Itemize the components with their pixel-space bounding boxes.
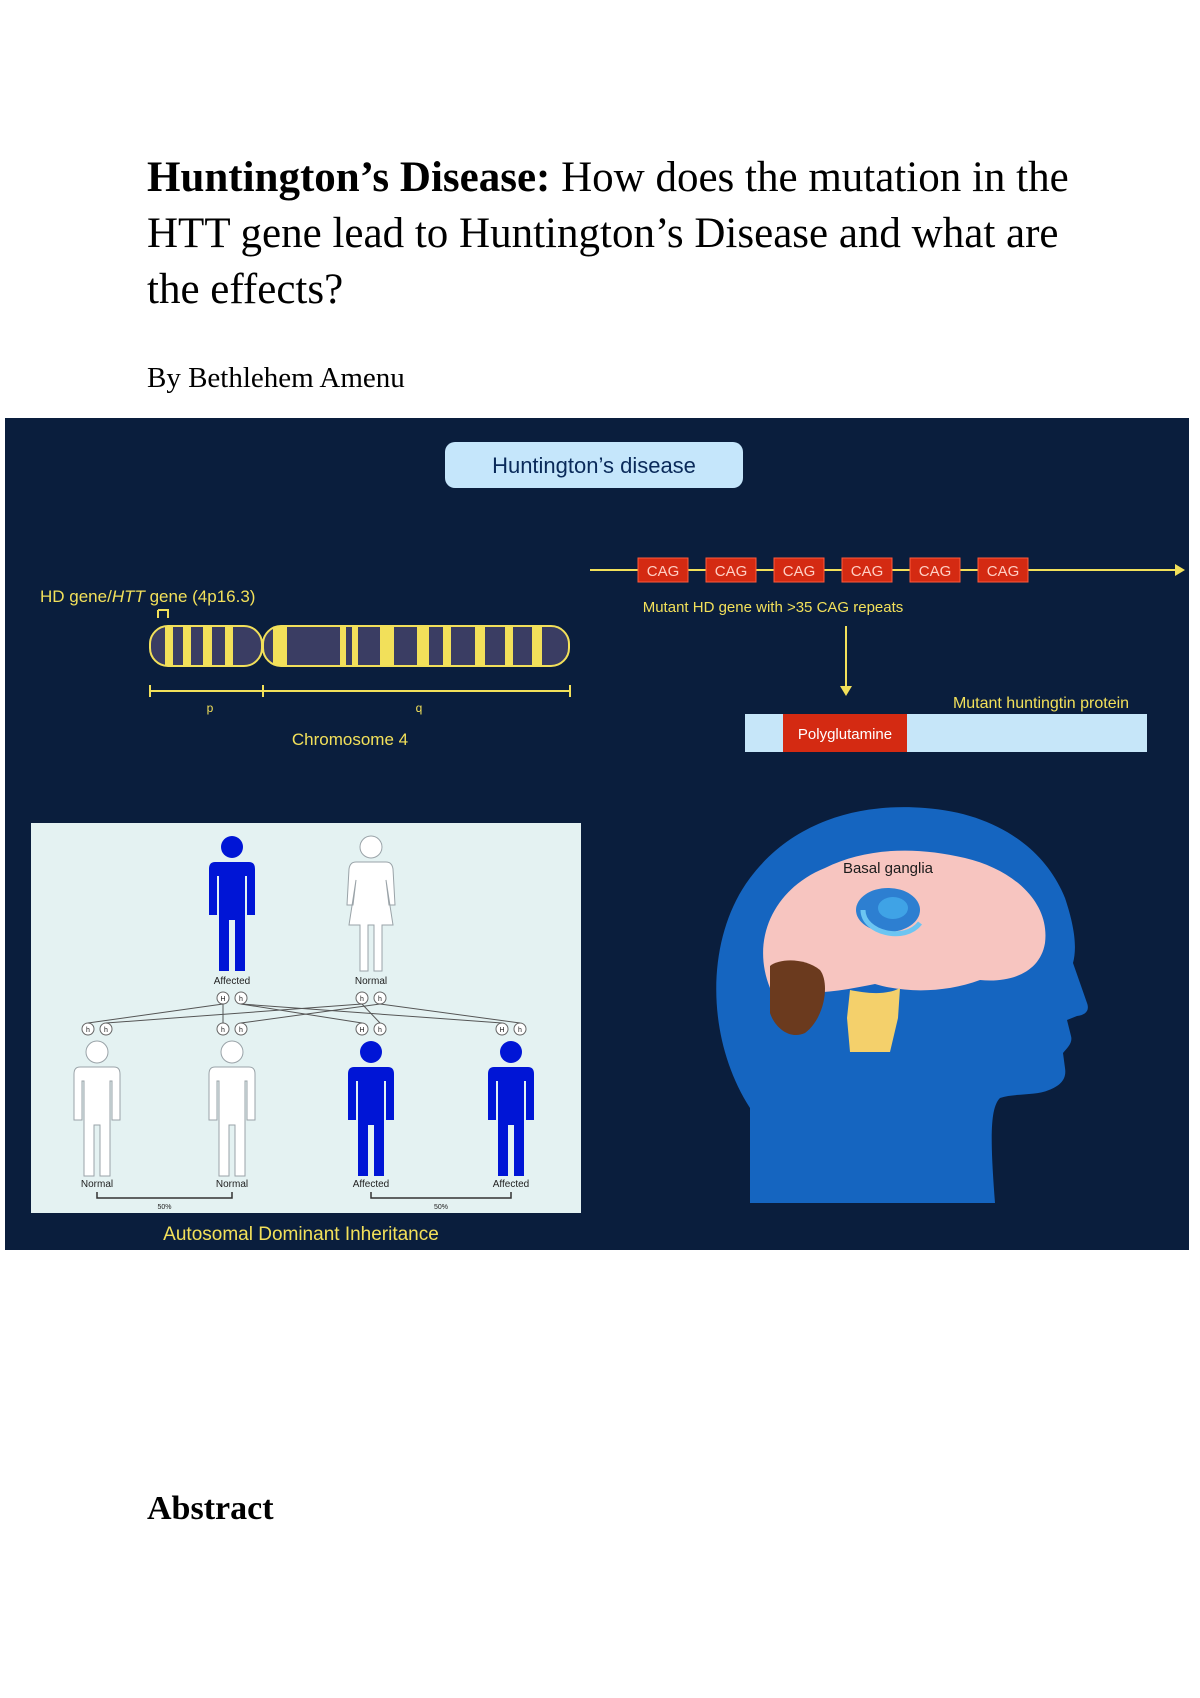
polyglutamine-segment <box>783 714 907 752</box>
document-title: Huntington’s Disease: How does the mutat… <box>147 150 1087 318</box>
cag-label: CAG <box>919 563 952 580</box>
pedigree-link <box>105 1003 363 1024</box>
byline: By Bethlehem Amenu <box>147 362 405 394</box>
abstract-heading: Abstract <box>147 1490 274 1527</box>
person-label: Normal <box>216 1179 248 1190</box>
allele-label: H <box>220 996 225 1003</box>
cag-box <box>637 557 689 583</box>
person-label: Normal <box>355 976 387 987</box>
mutant-gene-label: Mutant HD gene with >35 CAG repeats <box>643 599 904 616</box>
pedigree-link <box>361 1003 381 1024</box>
polyglutamine-label: Polyglutamine <box>798 726 892 743</box>
cag-box <box>841 557 893 583</box>
allele-label: H <box>359 1027 364 1034</box>
pedigree-link <box>87 1003 224 1024</box>
basal-ganglia-arc <box>860 909 922 937</box>
allele-label: h <box>518 1027 522 1034</box>
protein-label: Mutant huntingtin protein <box>953 695 1129 712</box>
ratio-label: 50% <box>157 1204 171 1211</box>
pedigree-link <box>240 1003 381 1024</box>
allele-label: h <box>239 996 243 1003</box>
cag-label: CAG <box>783 563 816 580</box>
cag-box <box>909 557 961 583</box>
allele-label: h <box>221 1027 225 1034</box>
gene-label-part2: gene (4p16.3) <box>145 587 256 606</box>
arm-p-label: p <box>207 701 214 715</box>
cag-box <box>977 557 1029 583</box>
chromosome-label: Chromosome 4 <box>292 730 408 749</box>
cag-repeats: CAG CAG CAG CAG CAG CAG <box>637 557 1029 583</box>
head-illustration: Basal ganglia <box>716 807 1088 1203</box>
cag-label: CAG <box>647 563 680 580</box>
banner-title: Huntington’s disease <box>492 453 696 478</box>
cag-box <box>773 557 825 583</box>
person-label: Normal <box>81 1179 113 1190</box>
allele-label: h <box>378 1027 382 1034</box>
gene-label-italic: HTT <box>112 587 147 606</box>
gene-label: HD gene/HTT gene (4p16.3) <box>40 587 255 606</box>
ratio-bracket <box>96 1192 233 1199</box>
pedigree-link <box>379 1003 521 1024</box>
inheritance-title: Autosomal Dominant Inheritance <box>163 1224 439 1245</box>
ratio-label: 50% <box>434 1204 448 1211</box>
basal-ganglia-label: Basal ganglia <box>843 860 934 877</box>
title-rest: How does the mutation in the HTT gene le… <box>147 154 1069 313</box>
title-bold: Huntington’s Disease: <box>147 154 551 201</box>
cerebellum <box>770 960 825 1036</box>
person-label: Affected <box>493 1179 530 1190</box>
cag-label: CAG <box>987 563 1020 580</box>
cag-arrowhead <box>1175 564 1185 576</box>
gene-label-part1: HD gene/ <box>40 587 112 606</box>
banner-box <box>445 442 743 488</box>
allele-label: h <box>86 1027 90 1034</box>
cag-box <box>705 557 757 583</box>
chromosome-4 <box>149 625 570 667</box>
person-label: Affected <box>353 1179 390 1190</box>
cag-label: CAG <box>715 563 748 580</box>
person-label: Affected <box>214 976 251 987</box>
cag-label: CAG <box>851 563 884 580</box>
allele-label: h <box>104 1027 108 1034</box>
allele-label: h <box>360 996 364 1003</box>
allele-label: H <box>499 1027 504 1034</box>
allele-label: h <box>239 1027 243 1034</box>
brainstem <box>847 988 900 1052</box>
gene-locus-marker <box>157 609 169 618</box>
pedigree-link <box>240 1003 363 1024</box>
down-arrow-head <box>840 686 852 696</box>
ratio-bracket <box>370 1192 512 1199</box>
allele-label: h <box>378 996 382 1003</box>
basal-ganglia-inner <box>878 897 908 919</box>
arm-q-label: q <box>416 701 423 715</box>
